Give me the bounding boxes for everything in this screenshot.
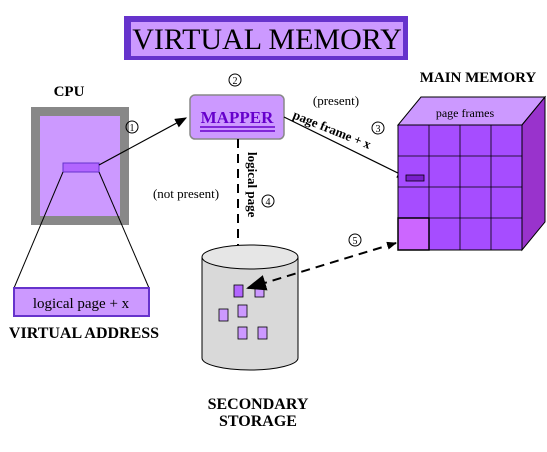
step-1-marker: 1 (125, 120, 139, 134)
svg-text:3: 3 (376, 124, 381, 135)
step-5-marker: 5 (348, 233, 362, 247)
cpu-label: CPU (54, 84, 85, 100)
arrow-cpu-to-mapper (98, 117, 188, 166)
cpu-box (31, 107, 129, 225)
not-present-label: (not present) (153, 186, 219, 201)
secondary-storage-label-2: STORAGE (219, 413, 297, 430)
cpu-address-register (62, 162, 100, 173)
virtual-address-label: VIRTUAL ADDRESS (9, 325, 159, 342)
page-frame-label: page frame + x (291, 107, 374, 152)
secondary-storage (201, 244, 299, 371)
svg-text:5: 5 (353, 236, 358, 247)
secondary-storage-label-1: SECONDARY (208, 396, 309, 413)
step-3-marker: 3 (371, 121, 385, 135)
virtual-address-rect (13, 287, 150, 317)
virtual-address-text: logical page + x (33, 296, 130, 312)
storage-page-3 (237, 304, 248, 318)
memory-loaded-frame (397, 217, 430, 251)
svg-text:4: 4 (266, 197, 271, 208)
va-expand-line-left (13, 171, 64, 289)
page-frames-label: page frames (436, 106, 495, 120)
memory-selected-word (405, 174, 425, 182)
va-expand-line-right (98, 171, 150, 289)
logical-page-label: logical page (245, 152, 260, 218)
mapper-box: MAPPER (189, 94, 285, 140)
title-block: VIRTUAL MEMORY (124, 16, 408, 60)
step-4-marker: 4 (261, 194, 275, 208)
title-background (131, 22, 403, 56)
arrow-storage-memory-dashed (246, 242, 397, 291)
virtual-address-box: logical page + x (13, 287, 150, 317)
svg-text:2: 2 (233, 76, 238, 87)
present-label: (present) (313, 93, 359, 108)
arrow-mapper-to-memory (283, 116, 410, 179)
mapper-label: MAPPER (201, 108, 274, 127)
main-memory-label: MAIN MEMORY (420, 70, 537, 86)
storage-body (201, 257, 299, 371)
storage-page-4 (218, 308, 229, 322)
storage-page-5 (237, 326, 248, 340)
storage-page-1 (233, 284, 244, 298)
storage-page-6 (257, 326, 268, 340)
memory-grid-lines (398, 125, 522, 250)
main-memory-grid: page frames (396, 95, 547, 252)
step-2-marker: 2 (228, 73, 242, 87)
title-text: VIRTUAL MEMORY (132, 23, 402, 56)
storage-top (201, 244, 299, 270)
svg-text:1: 1 (130, 123, 135, 134)
storage-page-2 (254, 284, 265, 298)
